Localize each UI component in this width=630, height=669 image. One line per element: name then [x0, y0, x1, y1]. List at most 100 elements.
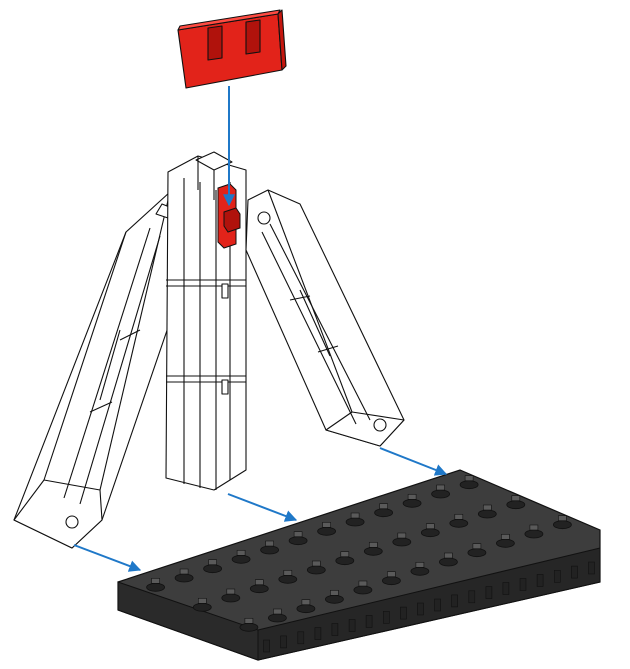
plate-edge-notch: [366, 615, 372, 627]
plate-edge-notch: [349, 620, 355, 632]
plate-stud: [465, 476, 473, 481]
plate-slot: [240, 623, 258, 631]
plate-stud: [284, 570, 292, 575]
plate-stud: [437, 485, 445, 490]
plate-slot: [336, 557, 354, 565]
plate-slot: [261, 546, 279, 554]
plate-slot: [496, 539, 514, 547]
plate-stud: [426, 524, 434, 529]
plate-edge-notch: [486, 587, 492, 599]
plate-stud: [152, 578, 160, 583]
plate-edge-notch: [281, 636, 287, 648]
plate-edge-notch: [452, 595, 458, 607]
plate-slot: [507, 501, 525, 509]
plate-stud: [408, 494, 416, 499]
plate-edge-notch: [589, 562, 595, 574]
plate-edge-notch: [315, 628, 321, 640]
plate-stud: [255, 580, 263, 585]
plate-slot: [289, 537, 307, 545]
plate-edge-notch: [298, 632, 304, 644]
plate-stud: [359, 581, 367, 586]
plate-slot: [307, 566, 325, 574]
plate-slot: [375, 509, 393, 517]
plate-stud: [180, 569, 188, 574]
plate-slot: [403, 499, 421, 507]
plate-stud: [294, 532, 302, 537]
plate-stud: [444, 553, 452, 558]
plate-slot: [232, 555, 250, 563]
plate-stud: [416, 562, 424, 567]
plate-edge-notch: [503, 583, 509, 595]
plate-slot: [460, 481, 478, 489]
plate-stud: [455, 514, 463, 519]
plate-slot: [468, 549, 486, 557]
plate-slot: [193, 603, 211, 611]
plate-slot: [432, 490, 450, 498]
plate-stud: [501, 534, 509, 539]
plate-stud: [312, 561, 320, 566]
plate-slot: [325, 595, 343, 603]
plate-slot: [382, 577, 400, 585]
dark-base-plate: [118, 470, 600, 660]
plate-stud: [530, 525, 538, 530]
arrow-left-leg-to-plate: [74, 545, 140, 570]
white-tower-structure: [14, 152, 404, 548]
plate-edge-notch: [383, 611, 389, 623]
plate-stud: [323, 522, 331, 527]
plate-stud: [266, 541, 274, 546]
plate-stud: [387, 572, 395, 577]
plate-slot: [268, 614, 286, 622]
plate-slot: [411, 567, 429, 575]
plate-slot: [421, 529, 439, 537]
plate-edge-notch: [400, 607, 406, 619]
plate-stud: [209, 560, 217, 565]
plate-edge-notch: [571, 566, 577, 578]
plate-edge-notch: [537, 574, 543, 586]
plate-stud: [273, 609, 281, 614]
plate-stud: [341, 552, 349, 557]
plate-stud: [369, 542, 377, 547]
plate-edge-notch: [264, 640, 270, 652]
plate-slot: [222, 594, 240, 602]
plate-stud: [558, 516, 566, 521]
plate-slot: [354, 586, 372, 594]
right-leg: [246, 190, 404, 446]
plate-slot: [318, 527, 336, 535]
red-building-block: [178, 10, 286, 88]
plate-stud: [227, 589, 235, 594]
plate-stud: [473, 544, 481, 549]
plate-slot: [279, 575, 297, 583]
plate-stud: [198, 598, 206, 603]
plate-slot: [147, 583, 165, 591]
red-block-slot-right: [246, 20, 260, 54]
plate-edge-notch: [435, 599, 441, 611]
plate-stud: [380, 504, 388, 509]
plate-edge-notch: [520, 579, 526, 591]
plate-slot: [553, 521, 571, 529]
plate-stud: [483, 505, 491, 510]
plate-stud: [398, 533, 406, 538]
plate-slot: [525, 530, 543, 538]
arrow-center-to-plate: [228, 494, 296, 520]
plate-slot: [346, 518, 364, 526]
plate-stud: [351, 513, 359, 518]
plate-slot: [297, 605, 315, 613]
plate-edge-notch: [469, 591, 475, 603]
plate-slot: [439, 558, 457, 566]
plate-stud: [302, 600, 310, 605]
plate-stud: [237, 550, 245, 555]
plate-slot: [478, 510, 496, 518]
plate-slot: [393, 538, 411, 546]
plate-slot: [204, 565, 222, 573]
plate-edge-notch: [332, 624, 338, 636]
plate-edge-notch: [554, 570, 560, 582]
plate-slot: [250, 585, 268, 593]
plate-slot: [175, 574, 193, 582]
plate-slot: [364, 547, 382, 555]
plate-edge-notch: [417, 603, 423, 615]
arrow-right-leg-to-plate: [380, 448, 446, 474]
red-block-slot-left: [208, 26, 222, 60]
plate-stud: [512, 496, 520, 501]
